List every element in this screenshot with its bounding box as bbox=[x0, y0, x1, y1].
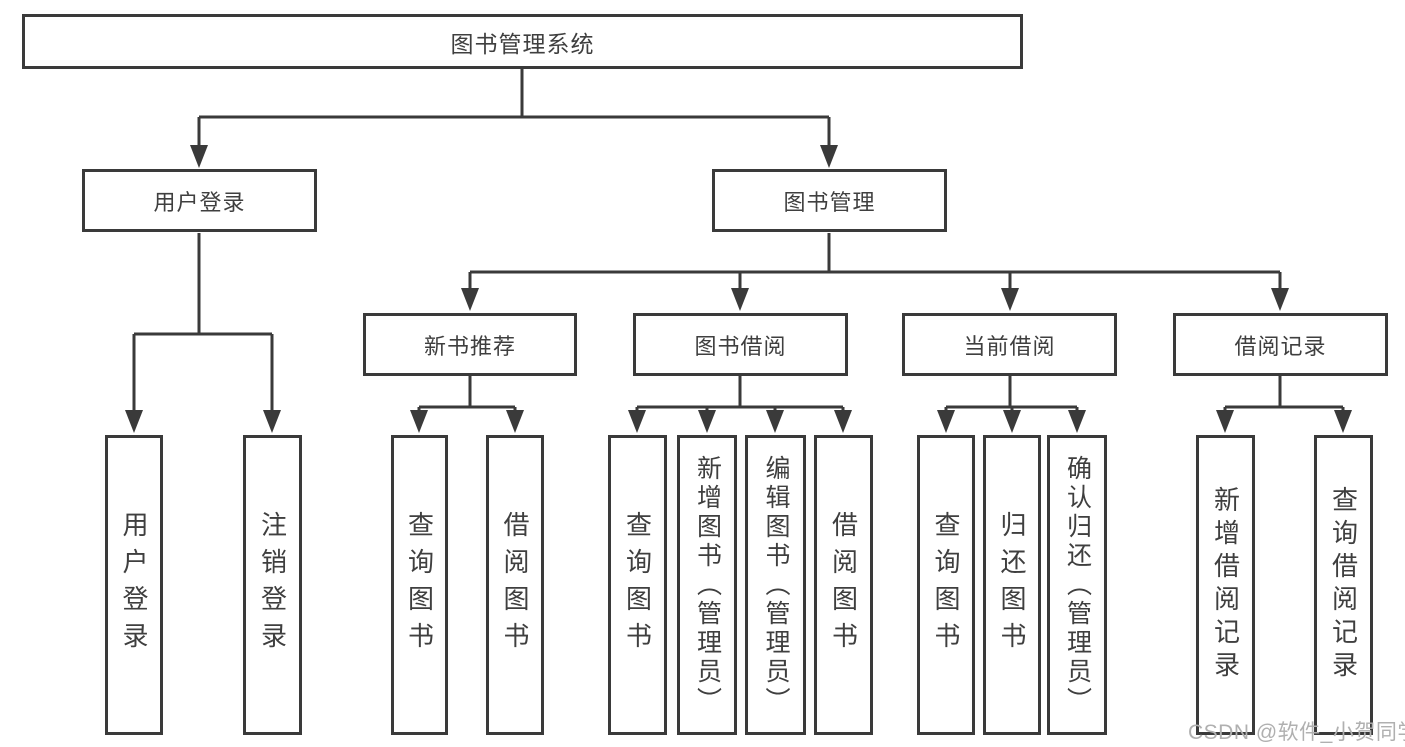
node-borrowing-records: 借阅记录 bbox=[1173, 313, 1388, 376]
connector-path bbox=[197, 69, 831, 146]
arrowhead-icon bbox=[125, 410, 143, 433]
connector-path bbox=[417, 376, 517, 411]
node-current-borrowing: 当前借阅 bbox=[902, 313, 1117, 376]
arrowhead-icon bbox=[820, 145, 838, 168]
leaf-logout: 注销登录 bbox=[243, 435, 302, 735]
node-label: 图书管理系统 bbox=[450, 30, 595, 57]
leaf-label: 注销登录 bbox=[257, 511, 288, 659]
leaf-label: 编辑图书（管理员） bbox=[762, 454, 790, 716]
connector-book-management-to-level3 bbox=[461, 233, 1289, 311]
node-book-management: 图书管理 bbox=[712, 169, 947, 232]
node-label: 当前借阅 bbox=[963, 333, 1056, 359]
node-label: 新书推荐 bbox=[423, 333, 516, 359]
leaf-label: 新增借阅记录 bbox=[1210, 486, 1241, 684]
node-label: 借阅记录 bbox=[1234, 333, 1327, 359]
leaf-label: 查询图书 bbox=[622, 511, 653, 659]
arrowhead-icon bbox=[461, 288, 479, 311]
connector-root-to-level2 bbox=[190, 69, 838, 168]
leaf-borrowing-borrow-books: 借阅图书 bbox=[814, 435, 873, 735]
connector-user-login-to-leaves bbox=[125, 233, 281, 433]
node-root-system: 图书管理系统 bbox=[22, 14, 1023, 69]
arrowhead-icon bbox=[1003, 410, 1021, 433]
leaf-current-query-books: 查询图书 bbox=[917, 435, 975, 735]
node-label: 图书管理 bbox=[783, 189, 876, 215]
leaf-label: 查询图书 bbox=[931, 511, 961, 659]
leaf-label: 用户登录 bbox=[119, 511, 149, 659]
node-label: 图书借阅 bbox=[694, 333, 787, 359]
arrowhead-icon bbox=[1271, 288, 1289, 311]
connector-book-borrowing-to-leaves bbox=[628, 376, 852, 433]
leaf-recommend-borrow-books: 借阅图书 bbox=[486, 435, 544, 735]
leaf-current-return-books: 归还图书 bbox=[983, 435, 1041, 735]
leaf-label: 借阅图书 bbox=[500, 511, 530, 659]
node-label: 用户登录 bbox=[153, 189, 246, 215]
node-user-login: 用户登录 bbox=[82, 169, 317, 232]
leaf-label: 借阅图书 bbox=[828, 511, 859, 659]
node-new-book-recommend: 新书推荐 bbox=[363, 313, 577, 376]
leaf-label: 查询图书 bbox=[404, 511, 435, 659]
connector-borrowing-records-to-leaves bbox=[1216, 376, 1352, 433]
connector-path bbox=[468, 233, 1282, 289]
leaf-borrowing-edit-books: 编辑图书（管理员） bbox=[745, 435, 806, 735]
leaf-records-add-record: 新增借阅记录 bbox=[1196, 435, 1255, 735]
arrowhead-icon bbox=[628, 410, 646, 433]
arrowhead-icon bbox=[263, 410, 281, 433]
leaf-label: 归还图书 bbox=[997, 511, 1027, 659]
arrowhead-icon bbox=[766, 410, 784, 433]
arrowhead-icon bbox=[937, 410, 955, 433]
leaf-borrowing-add-books: 新增图书（管理员） bbox=[677, 435, 737, 735]
arrowhead-icon bbox=[731, 288, 749, 311]
arrowhead-icon bbox=[1001, 288, 1019, 311]
arrowhead-icon bbox=[1334, 410, 1352, 433]
leaf-label: 查询借阅记录 bbox=[1328, 486, 1359, 684]
connector-new-book-recommend-to-leaves bbox=[410, 376, 524, 433]
leaf-current-confirm-return: 确认归还（管理员） bbox=[1047, 435, 1107, 735]
arrowhead-icon bbox=[698, 410, 716, 433]
arrowhead-icon bbox=[506, 410, 524, 433]
csdn-watermark: CSDN @软件_小贺同学 bbox=[1188, 721, 1405, 744]
leaf-user-login: 用户登录 bbox=[105, 435, 163, 735]
connector-current-borrowing-to-leaves bbox=[937, 376, 1086, 433]
node-book-borrowing: 图书借阅 bbox=[633, 313, 848, 376]
leaf-borrowing-query-books: 查询图书 bbox=[608, 435, 667, 735]
connector-path bbox=[944, 376, 1079, 411]
arrowhead-icon bbox=[834, 410, 852, 433]
arrowhead-icon bbox=[1216, 410, 1234, 433]
leaf-records-query-record: 查询借阅记录 bbox=[1314, 435, 1373, 735]
connector-path bbox=[1223, 376, 1345, 411]
arrowhead-icon bbox=[190, 145, 208, 168]
arrowhead-icon bbox=[410, 410, 428, 433]
connector-path bbox=[635, 376, 845, 411]
connector-path bbox=[132, 233, 274, 411]
leaf-label: 新增图书（管理员） bbox=[693, 454, 722, 716]
leaf-recommend-query-books: 查询图书 bbox=[391, 435, 448, 735]
leaf-label: 确认归还（管理员） bbox=[1063, 454, 1092, 716]
arrowhead-icon bbox=[1068, 410, 1086, 433]
